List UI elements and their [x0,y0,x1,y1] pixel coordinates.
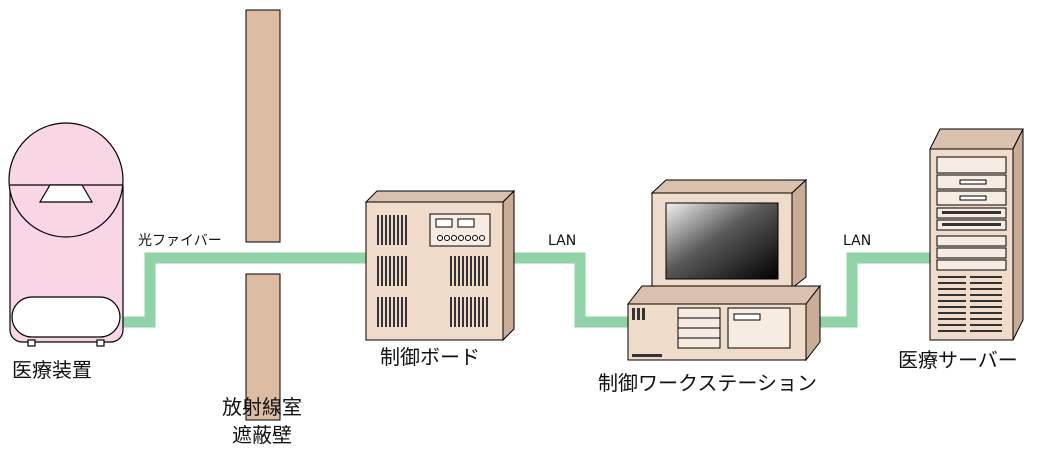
medical-device-icon [8,122,124,347]
shield-wall [245,9,281,421]
label-server: 医療サーバー [898,348,1018,372]
workstation-icon [626,178,822,362]
labels: 医療装置 光ファイバー 放射線室 遮蔽壁 制御ボード LAN 制御ワークステーシ… [12,233,1018,447]
lan-cable-left [514,252,630,328]
label-fiber: 光ファイバー [138,233,222,249]
fiber-optic-cable [123,252,366,328]
label-lan-left: LAN [548,233,576,249]
label-control-board: 制御ボード [380,345,480,369]
shield-wall-lower [245,273,281,421]
label-workstation: 制御ワークステーション [598,371,817,395]
control-board-icon [364,189,516,342]
label-shield-line2: 遮蔽壁 [232,423,292,447]
server-icon [929,128,1024,341]
shield-wall-upper [245,9,281,243]
label-medical-device: 医療装置 [12,358,92,382]
cables [123,252,930,328]
label-lan-right: LAN [843,233,871,249]
label-shield-line1: 放射線室 [222,395,302,419]
lan-cable-right [818,252,930,328]
